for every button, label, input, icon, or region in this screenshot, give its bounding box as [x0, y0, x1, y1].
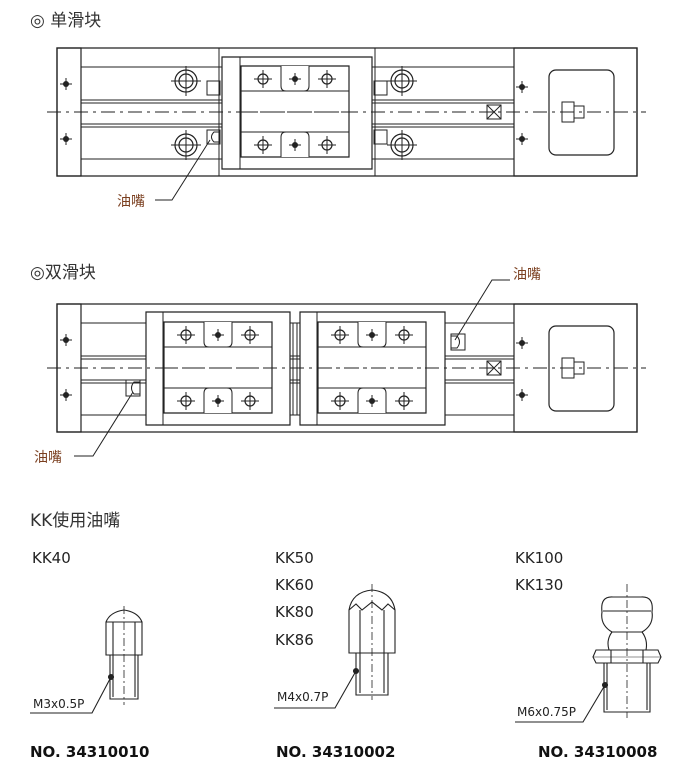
- model-label: KK40: [32, 549, 71, 567]
- model-label: KK60: [275, 576, 314, 594]
- model-label: KK80: [275, 603, 314, 621]
- single-oil-leader: [155, 140, 210, 200]
- nipple-kk40-drawing: [30, 606, 142, 713]
- nipple-kk100-drawing: [515, 584, 661, 722]
- model-label: KK86: [275, 631, 314, 649]
- double-oil-top-leader: [455, 280, 510, 340]
- single-slider-title: ◎ 单滑块: [30, 11, 102, 31]
- part-number: NO. 34310010: [30, 743, 150, 761]
- double-oil-nipple-label-bottom: 油嘴: [34, 450, 62, 466]
- part-number: NO. 34310002: [276, 743, 396, 761]
- single-oil-nipple-label: 油嘴: [117, 194, 145, 210]
- nipple-kk50-drawing: [274, 584, 395, 708]
- double-oil-bottom-leader: [74, 392, 133, 456]
- thread-spec: M3x0.5P: [33, 697, 85, 711]
- double-slider-title: ◎双滑块: [30, 263, 96, 283]
- model-label: KK130: [515, 576, 564, 594]
- model-label: KK100: [515, 549, 564, 567]
- single-slider-drawing: [47, 48, 646, 176]
- thread-spec: M6x0.75P: [517, 705, 577, 719]
- double-slider-drawing: [47, 304, 646, 432]
- model-label: KK50: [275, 549, 314, 567]
- thread-spec: M4x0.7P: [277, 690, 329, 704]
- double-oil-nipple-label-top: 油嘴: [513, 267, 541, 283]
- part-number: NO. 34310008: [538, 743, 658, 761]
- nipple-section-title: KK使用油嘴: [30, 511, 121, 531]
